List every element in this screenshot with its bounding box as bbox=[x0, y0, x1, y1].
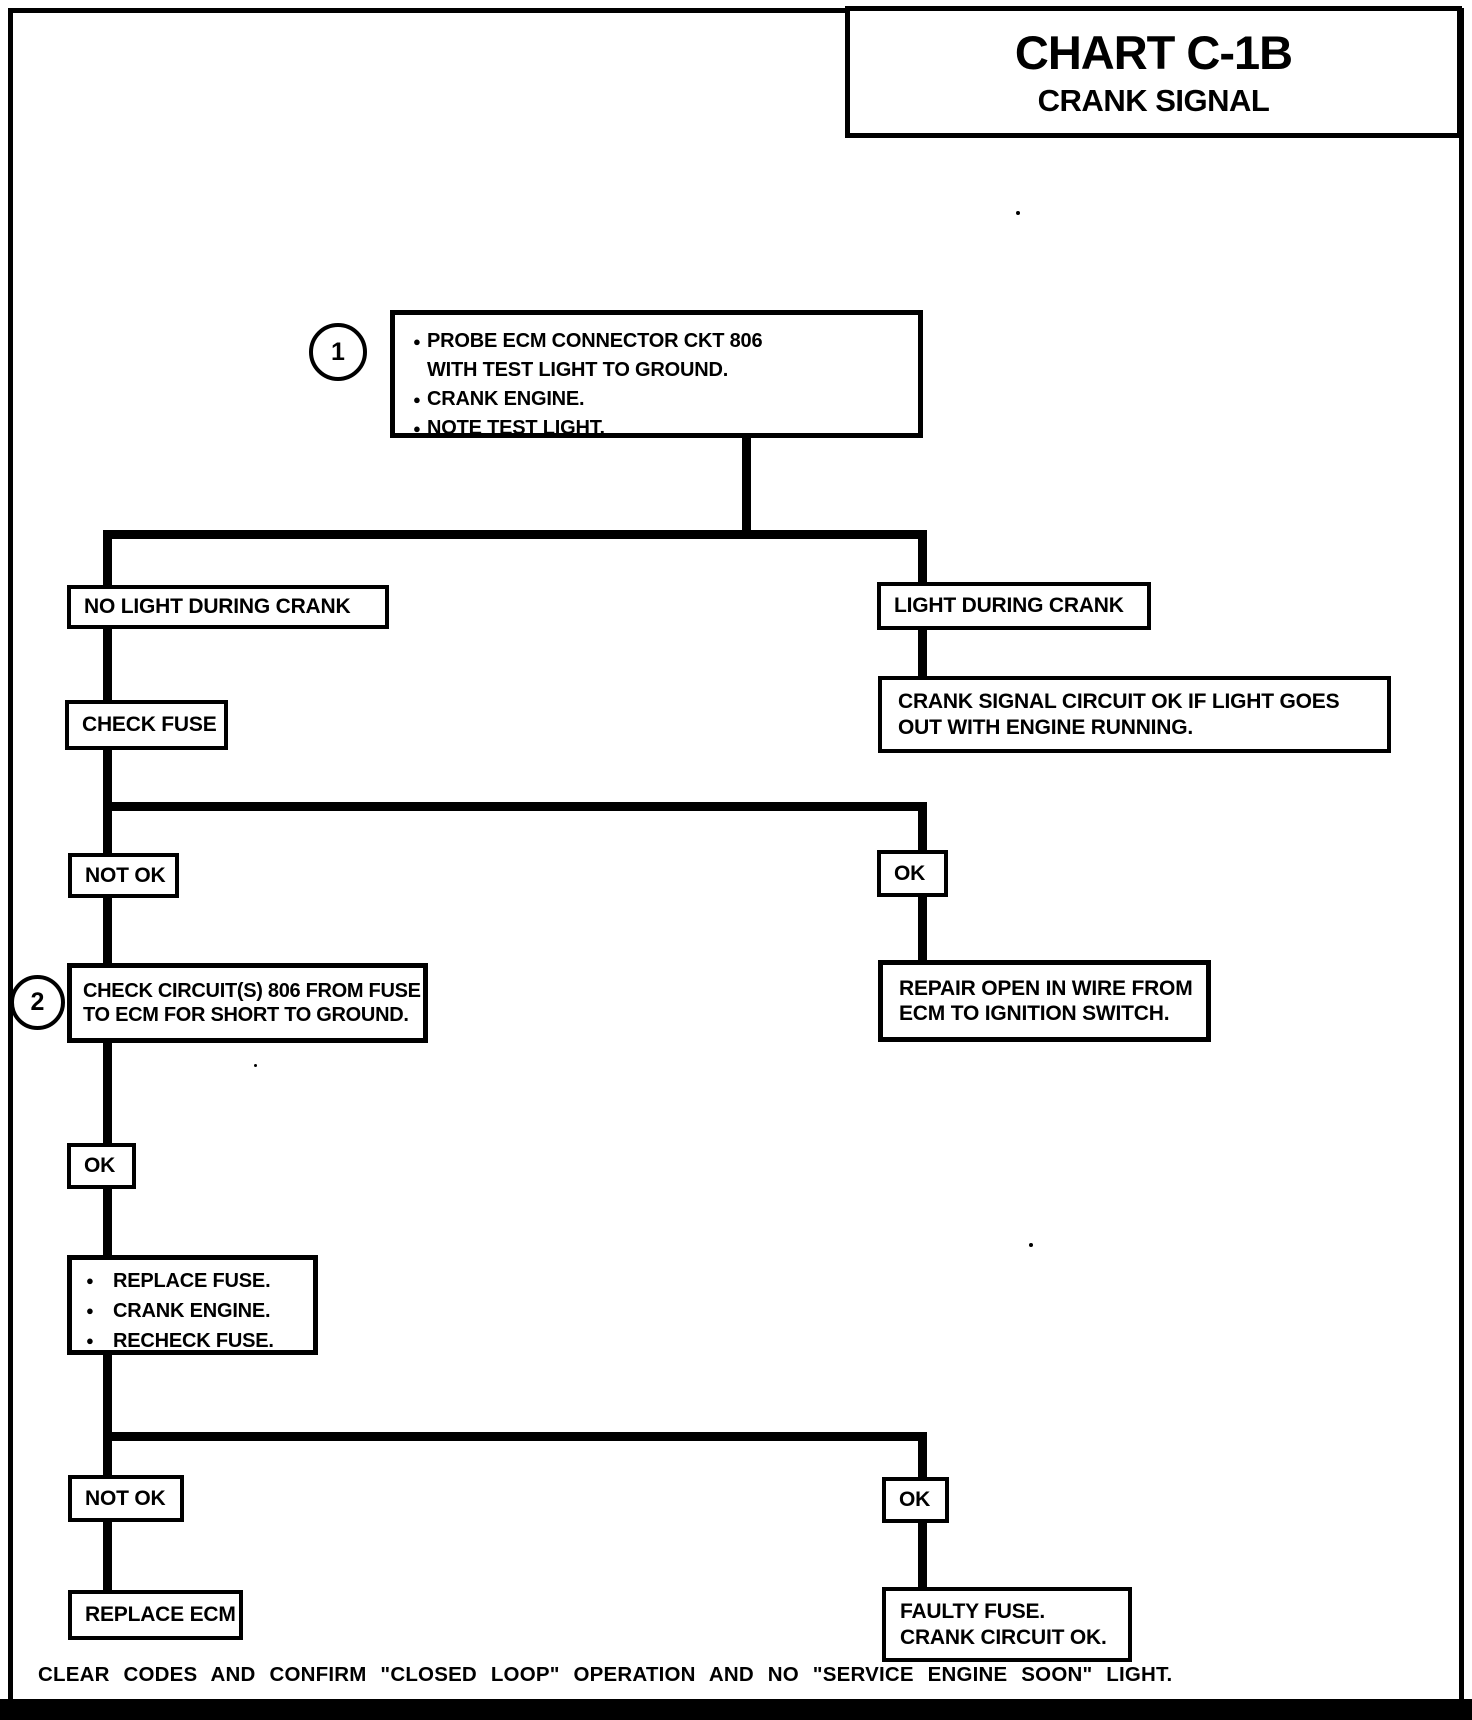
replace-bullet-list: ● REPLACE FUSE. ● CRANK ENGINE. ● RECHEC… bbox=[86, 1266, 274, 1356]
bullet-icon: ● bbox=[86, 1303, 94, 1318]
node-replace-ecm: REPLACE ECM bbox=[68, 1590, 243, 1640]
node-line: CHECK CIRCUIT(S) 806 FROM FUSE bbox=[83, 980, 421, 1002]
node-crank-signal-ok: CRANK SIGNAL CIRCUIT OK IF LIGHT GOES OU… bbox=[878, 676, 1391, 753]
node-label: NOT OK bbox=[85, 863, 166, 887]
bullet-icon: ● bbox=[413, 334, 421, 349]
step1-bullet-list: ● PROBE ECM CONNECTOR CKT 806 WITH TEST … bbox=[413, 327, 817, 443]
node-ok-3: OK bbox=[882, 1477, 949, 1523]
bullet-item: ● REPLACE FUSE. bbox=[86, 1266, 274, 1296]
connector-notok2-down bbox=[103, 1519, 112, 1594]
node-label: OK bbox=[899, 1488, 931, 1512]
node-line: FAULTY FUSE. bbox=[900, 1600, 1045, 1624]
node-label: LIGHT DURING CRANK bbox=[894, 594, 1124, 618]
page-border-top bbox=[8, 8, 853, 13]
bullet-item: ● RECHECK FUSE. bbox=[86, 1326, 274, 1356]
connector-ok3-down bbox=[918, 1520, 927, 1591]
node-check-circuit: CHECK CIRCUIT(S) 806 FROM FUSE TO ECM FO… bbox=[67, 963, 428, 1043]
connector-split-3 bbox=[103, 1432, 927, 1441]
node-light-during-crank: LIGHT DURING CRANK bbox=[877, 582, 1151, 630]
bullet-item: ● NOTE TEST LIGHT. bbox=[413, 414, 817, 443]
node-line: CRANK CIRCUIT OK. bbox=[900, 1625, 1107, 1649]
chart-title-box: CHART C-1B CRANK SIGNAL bbox=[845, 6, 1462, 138]
bullet-item: ● CRANK ENGINE. bbox=[413, 385, 817, 414]
bullet-text: PROBE ECM CONNECTOR CKT 806 WITH TEST LI… bbox=[427, 330, 763, 381]
step-number-2: 2 bbox=[30, 988, 45, 1016]
footer-note: CLEAR CODES AND CONFIRM "CLOSED LOOP" OP… bbox=[38, 1663, 1173, 1686]
bullet-icon: ● bbox=[86, 1273, 94, 1288]
bullet-text: CRANK ENGINE. bbox=[427, 388, 585, 410]
scan-speck bbox=[1029, 1243, 1033, 1247]
bullet-item: ● PROBE ECM CONNECTOR CKT 806 WITH TEST … bbox=[413, 327, 817, 385]
step-circle-2: 2 bbox=[10, 975, 65, 1030]
page-border-bottom-bar bbox=[0, 1699, 1472, 1720]
connector-check-circuit-down bbox=[103, 1040, 112, 1148]
node-label: OK bbox=[84, 1154, 116, 1178]
node-not-ok-1: NOT OK bbox=[68, 853, 179, 898]
chart-subtitle: CRANK SIGNAL bbox=[1037, 82, 1270, 118]
node-not-ok-2: NOT OK bbox=[68, 1475, 184, 1522]
node-replace-recheck: ● REPLACE FUSE. ● CRANK ENGINE. ● RECHEC… bbox=[67, 1255, 318, 1355]
node-line: OUT WITH ENGINE RUNNING. bbox=[898, 715, 1194, 739]
node-label: NO LIGHT DURING CRANK bbox=[84, 595, 351, 619]
node-line: TO ECM FOR SHORT TO GROUND. bbox=[83, 1004, 409, 1026]
bullet-icon: ● bbox=[86, 1333, 94, 1348]
connector-ok2-down bbox=[103, 1186, 112, 1258]
node-label: OK bbox=[894, 861, 926, 885]
node-repair-open: REPAIR OPEN IN WIRE FROM ECM TO IGNITION… bbox=[878, 960, 1211, 1042]
bullet-text: REPLACE FUSE. bbox=[113, 1270, 271, 1292]
bullet-icon: ● bbox=[413, 392, 421, 407]
node-line: ECM TO IGNITION SWITCH. bbox=[899, 1002, 1170, 1025]
page-border-left bbox=[8, 8, 13, 1700]
step-circle-1: 1 bbox=[309, 323, 367, 381]
node-check-fuse: CHECK FUSE bbox=[65, 700, 228, 750]
page-border-right bbox=[1459, 8, 1464, 1700]
node-line: CRANK SIGNAL CIRCUIT OK IF LIGHT GOES bbox=[898, 690, 1340, 714]
connector-notok1-down bbox=[103, 895, 112, 967]
node-no-light-during-crank: NO LIGHT DURING CRANK bbox=[67, 585, 389, 629]
node-label: CHECK FUSE bbox=[82, 713, 217, 737]
node-ok-2: OK bbox=[67, 1143, 136, 1189]
connector-bullets-down bbox=[103, 1352, 112, 1479]
node-label: NOT OK bbox=[85, 1486, 166, 1510]
chart-title: CHART C-1B bbox=[1014, 25, 1293, 79]
step-number-1: 1 bbox=[331, 337, 345, 366]
connector-split-2 bbox=[103, 802, 927, 811]
node-ok-1: OK bbox=[877, 850, 948, 897]
node-faulty-fuse: FAULTY FUSE. CRANK CIRCUIT OK. bbox=[882, 1587, 1132, 1662]
bullet-text: NOTE TEST LIGHT. bbox=[427, 417, 605, 439]
node-probe-ecm: ● PROBE ECM CONNECTOR CKT 806 WITH TEST … bbox=[390, 310, 923, 439]
connector-split3-to-ok3 bbox=[918, 1432, 927, 1481]
bullet-text: RECHECK FUSE. bbox=[113, 1330, 274, 1352]
scan-speck bbox=[1016, 211, 1020, 215]
node-label: REPLACE ECM bbox=[85, 1603, 236, 1627]
node-line: REPAIR OPEN IN WIRE FROM bbox=[899, 976, 1193, 1000]
connector-split-1 bbox=[103, 530, 927, 539]
connector-step1-down bbox=[742, 430, 751, 534]
scan-speck bbox=[254, 1064, 257, 1067]
bullet-icon: ● bbox=[413, 421, 421, 436]
bullet-text: CRANK ENGINE. bbox=[113, 1300, 271, 1322]
bullet-item: ● CRANK ENGINE. bbox=[86, 1296, 274, 1326]
